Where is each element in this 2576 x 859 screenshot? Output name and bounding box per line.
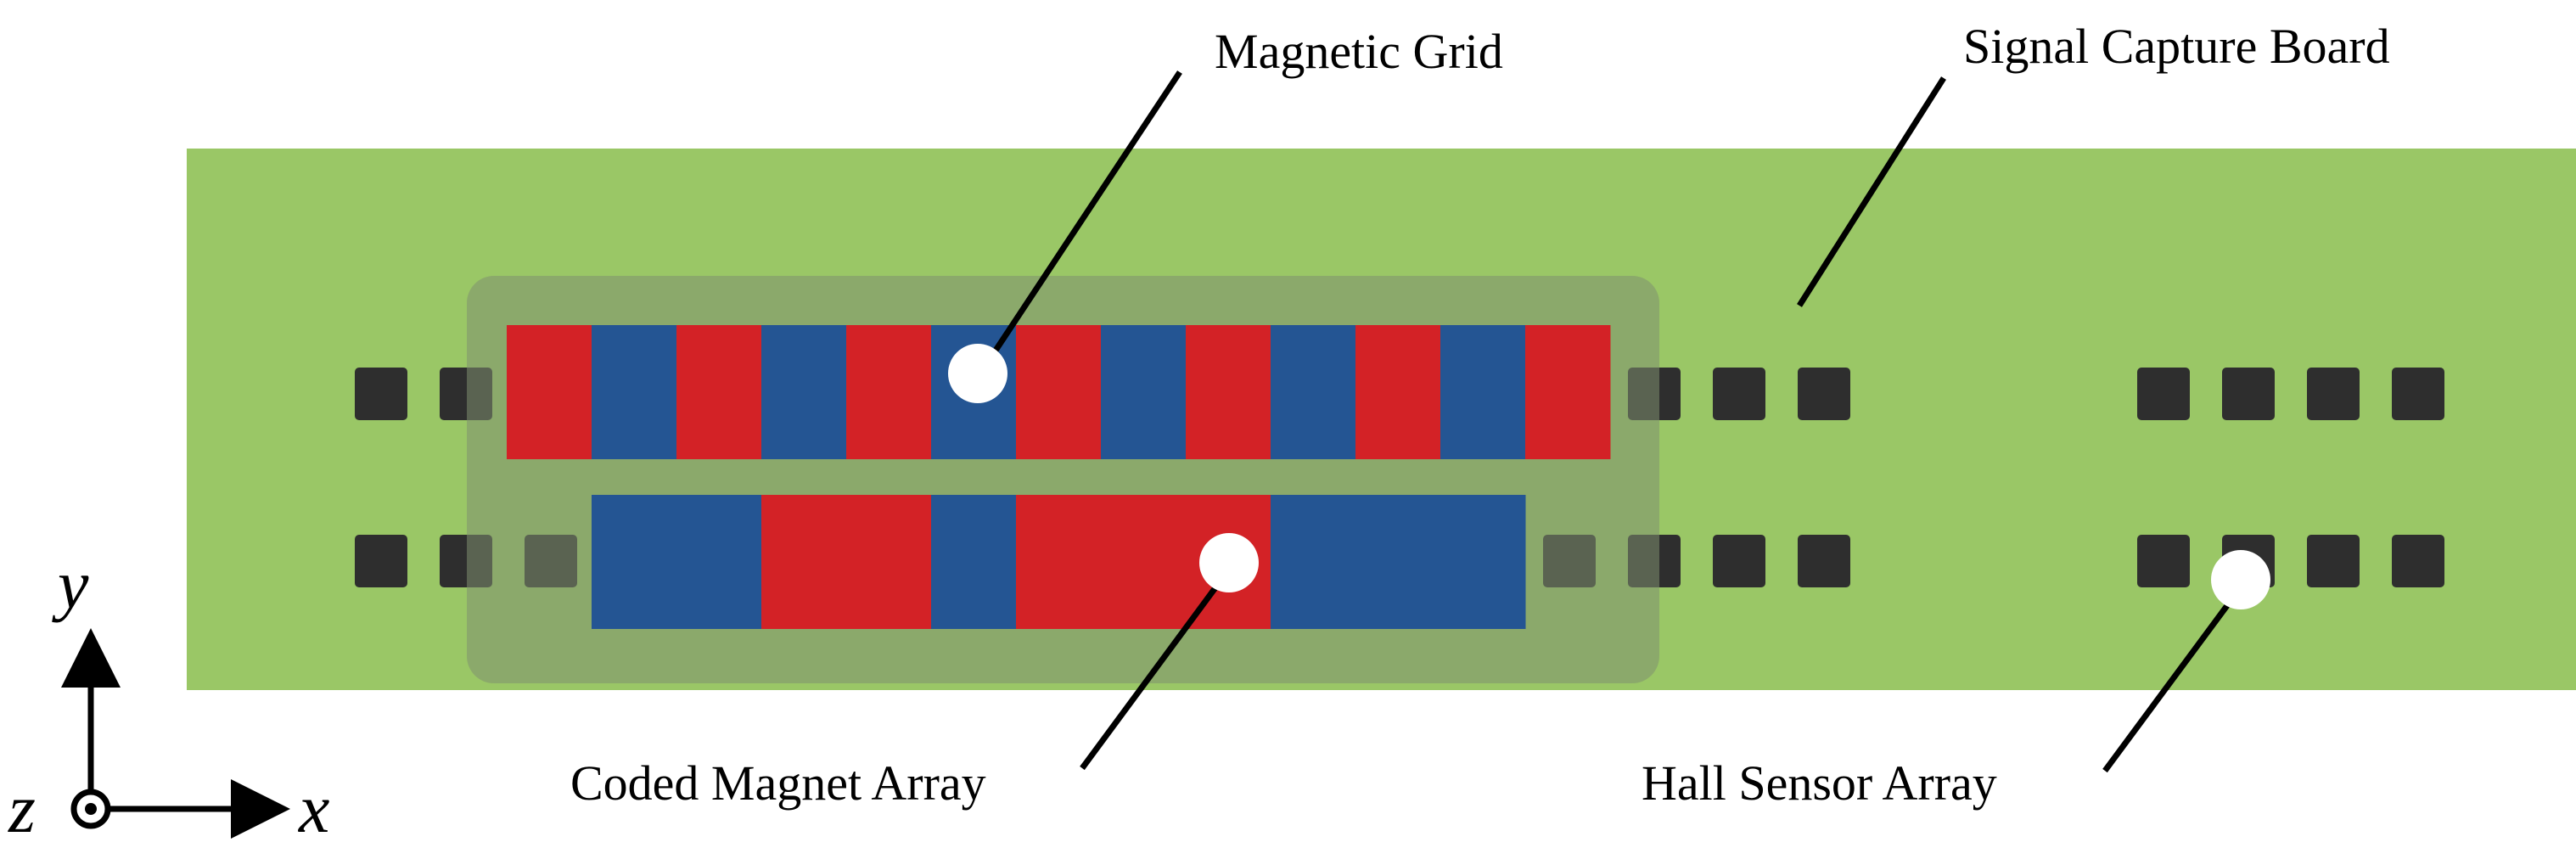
label-signal-capture-board: Signal Capture Board <box>1963 19 2390 74</box>
magnetic-grid-segment-blue <box>592 325 677 459</box>
coded-magnet-segment-red <box>846 495 932 629</box>
magnetic-grid-segment-red <box>1355 325 1441 459</box>
leader-line-hall-sensor-array <box>2102 579 2248 773</box>
magnetic-grid-segment-red <box>1525 325 1611 459</box>
marker-hall-sensor-array <box>2211 550 2270 609</box>
axis-label-y: y <box>58 546 89 623</box>
magnetic-grid-segment-red <box>846 325 932 459</box>
coded-magnet-segment-blue <box>1355 495 1441 629</box>
magnetic-grid-segment-blue <box>761 325 847 459</box>
coded-magnet-segment-red <box>1016 495 1102 629</box>
magnetic-grid-segment-red <box>507 325 592 459</box>
magnetic-grid-segment-blue <box>1271 325 1356 459</box>
coded-magnet-segment-blue <box>592 495 677 629</box>
magnetic-grid-segment-red <box>1186 325 1271 459</box>
marker-magnetic-grid <box>948 344 1007 403</box>
leader-line-coded-magnet-array <box>1080 564 1233 771</box>
hall-sensor <box>2307 368 2360 420</box>
leader-line-signal-capture-board <box>1797 76 1946 307</box>
magnetic-grid-segment-red <box>676 325 762 459</box>
hall-sensor <box>2307 535 2360 587</box>
magnetic-grid-segment-blue <box>1440 325 1526 459</box>
label-hall-sensor-array: Hall Sensor Array <box>1642 755 1997 811</box>
hall-sensor <box>1798 535 1850 587</box>
hall-sensor <box>355 535 407 587</box>
coded-magnet-segment-blue <box>1271 495 1356 629</box>
hall-sensor <box>1713 368 1765 420</box>
label-coded-magnet-array: Coded Magnet Array <box>570 755 986 811</box>
coded-magnet-segment-blue <box>676 495 762 629</box>
coded-magnet-array <box>592 495 1526 629</box>
z-axis-dot <box>85 803 97 815</box>
magnetic-grid <box>507 325 1611 459</box>
coded-magnet-segment-blue <box>931 495 1017 629</box>
magnetic-grid-segment-blue <box>1101 325 1187 459</box>
hall-sensor <box>2137 535 2190 587</box>
hall-sensor <box>2392 368 2444 420</box>
hall-sensor <box>1713 535 1765 587</box>
hall-sensor <box>2137 368 2190 420</box>
axis-label-x: x <box>299 770 330 847</box>
hall-sensor <box>355 368 407 420</box>
hall-sensor <box>2222 368 2275 420</box>
hall-sensor <box>1798 368 1850 420</box>
magnetic-grid-segment-red <box>1016 325 1102 459</box>
axis-label-z: z <box>8 770 36 847</box>
coded-magnet-segment-blue <box>1440 495 1526 629</box>
coordinate-axes <box>61 628 290 839</box>
leader-line-magnetic-grid <box>978 70 1182 375</box>
hall-sensor <box>2392 535 2444 587</box>
coded-magnet-segment-red <box>1101 495 1187 629</box>
coded-magnet-segment-red <box>761 495 847 629</box>
label-magnetic-grid: Magnetic Grid <box>1215 24 1503 79</box>
marker-coded-magnet-array <box>1199 533 1259 592</box>
